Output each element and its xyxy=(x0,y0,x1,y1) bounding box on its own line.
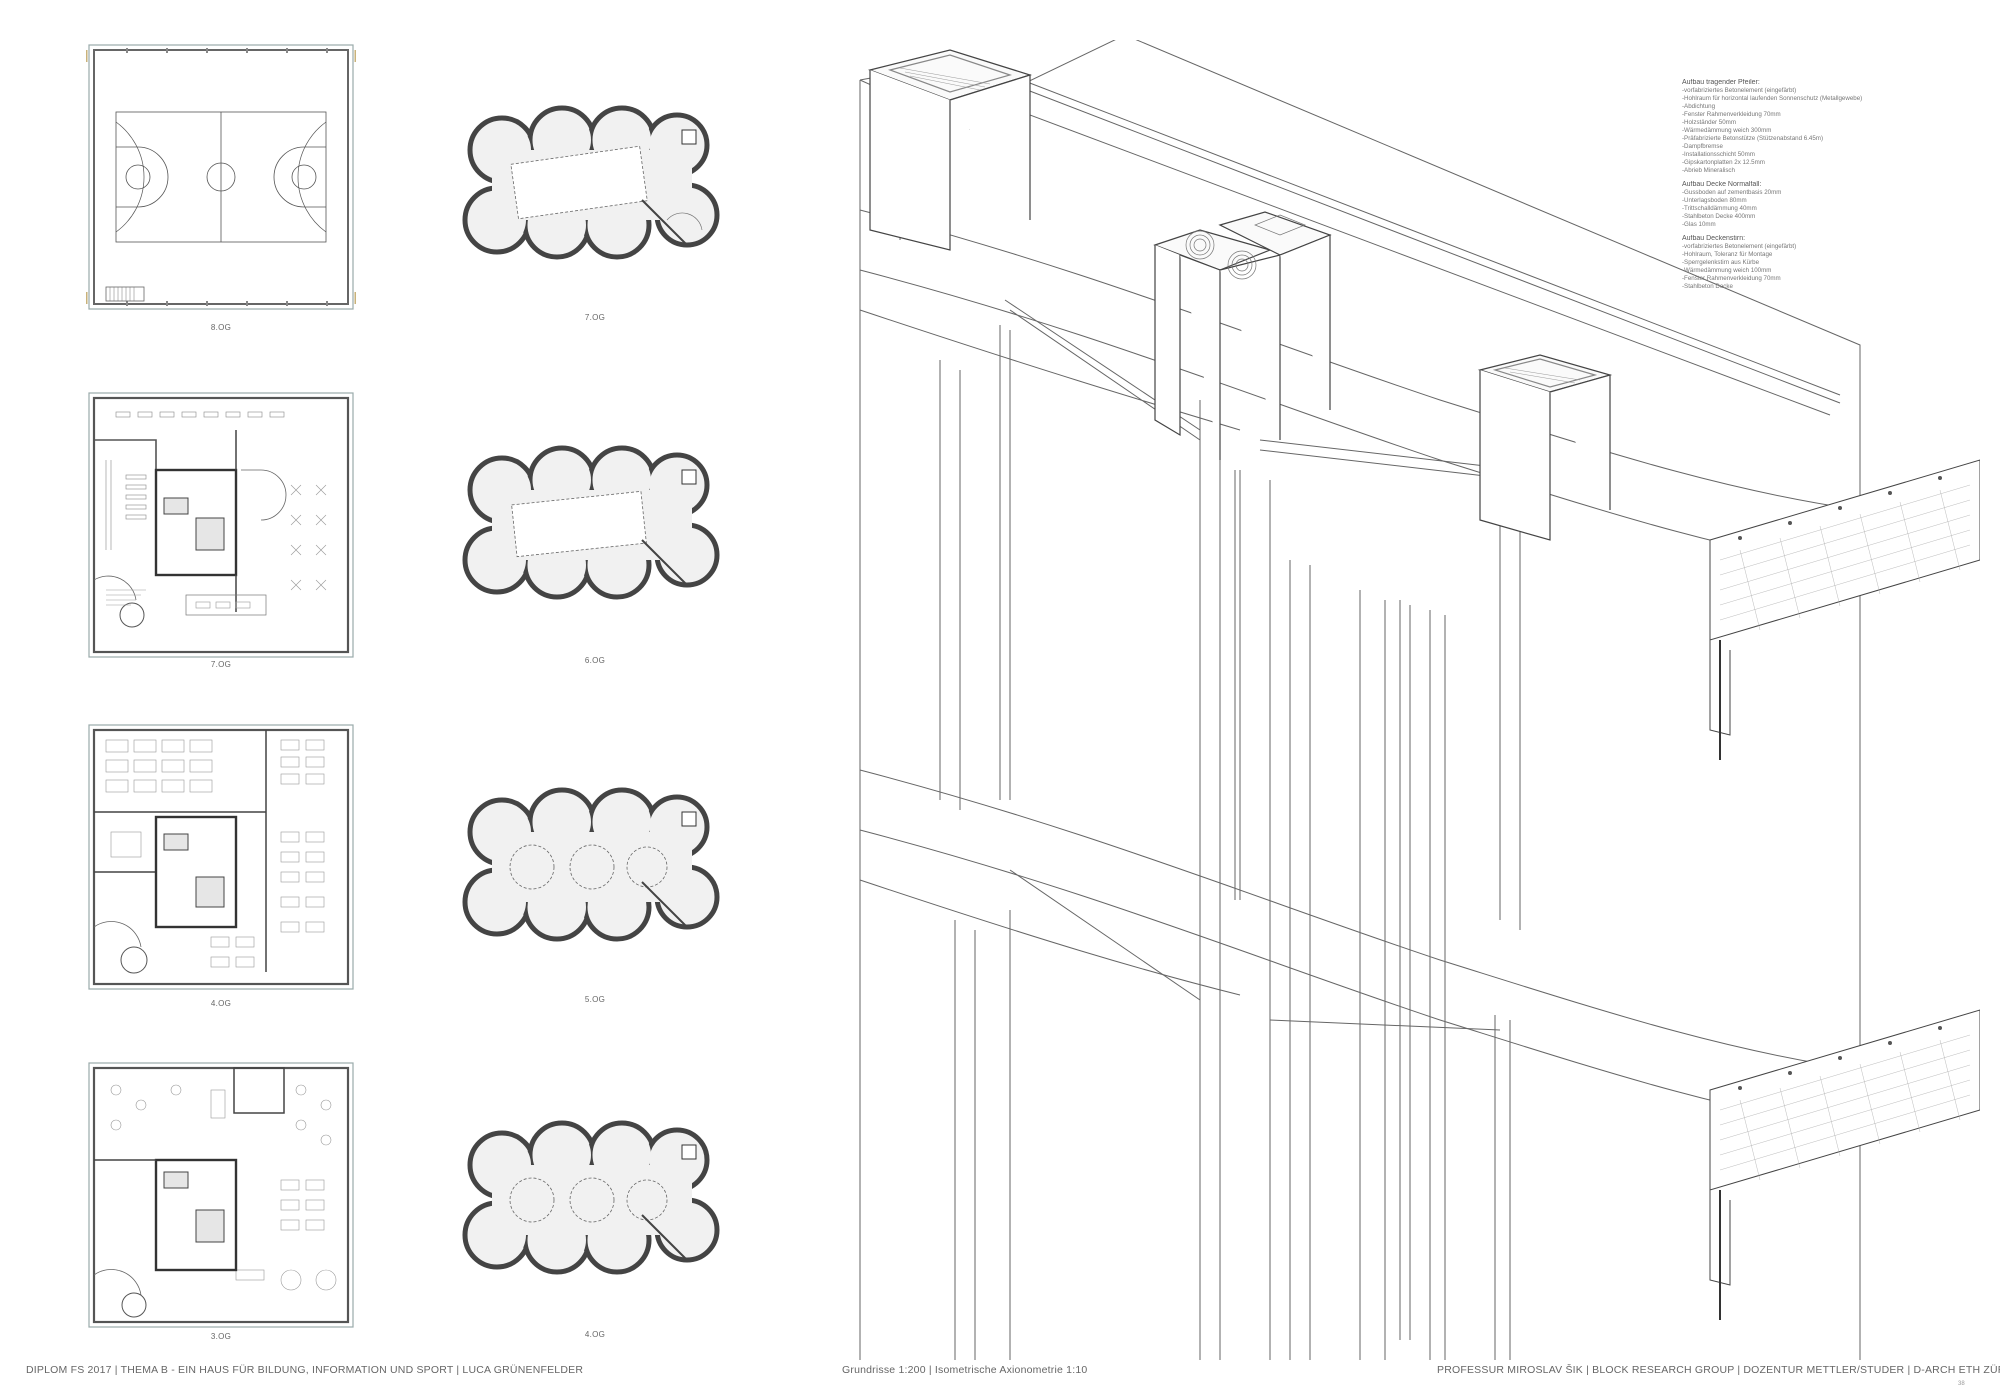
circular-plan-4og-mid xyxy=(452,1115,742,1285)
plan-label-3og: 3.OG xyxy=(210,1332,232,1341)
circular-plan-7og xyxy=(452,100,742,270)
note-line: -Sperrgelenkstirn aus Kürbe xyxy=(1682,259,1760,266)
circular-plan-5og xyxy=(452,782,742,952)
cluster-plan xyxy=(462,445,720,600)
lounge-plan xyxy=(88,1062,354,1328)
page-number: 38 xyxy=(1958,1381,1965,1387)
note-line: -Abdichtung xyxy=(1682,103,1716,110)
notes-title-pfeiler: Aufbau tragender Pfeiler: xyxy=(1682,79,1760,86)
slab-section-upper xyxy=(1709,459,1981,736)
sports-hall-plan xyxy=(86,44,356,310)
plan-label-8og: 8.OG xyxy=(210,323,232,332)
circular-plan-6og xyxy=(452,440,742,610)
slab-section-lower xyxy=(1709,1009,1981,1286)
pier-cap-center xyxy=(1153,211,1332,460)
library-plan xyxy=(88,392,354,658)
pier-cap-right xyxy=(1477,354,1613,541)
plan-label-4og-left: 4.OG xyxy=(210,999,232,1008)
plan-label-7og-mid: 7.OG xyxy=(584,313,606,322)
plan-label-7og: 7.OG xyxy=(210,660,232,669)
note-line: -Stahlbeton Decke 400mm xyxy=(1682,213,1756,220)
construction-notes: Aufbau tragender Pfeiler: -vorfabriziert… xyxy=(1682,73,1872,291)
footer-project-info: DIPLOM FS 2017 | THEMA B - EIN HAUS FÜR … xyxy=(26,1364,584,1376)
isometric-facade-axonometry xyxy=(840,34,1981,1360)
note-line: -Gussboden auf zementbasis 20mm xyxy=(1682,189,1782,196)
cluster-plan xyxy=(462,787,720,942)
plan-label-4og-mid: 4.OG xyxy=(584,1330,606,1339)
classroom-plan xyxy=(88,724,354,990)
note-line: -Präfabrizierte Betonstütze (Stützenabst… xyxy=(1682,135,1824,142)
note-line: -vorfabriziertes Betonelement (eingefärb… xyxy=(1682,87,1797,94)
sheet-footer: DIPLOM FS 2017 | THEMA B - EIN HAUS FÜR … xyxy=(0,1360,2000,1380)
footer-credits: PROFESSUR MIROSLAV ŠIK | BLOCK RESEARCH … xyxy=(1437,1364,2000,1376)
note-line: -Fenster Rahmenverkleidung 70mm xyxy=(1682,111,1781,118)
note-line: -vorfabriziertes Betonelement (eingefärb… xyxy=(1682,243,1797,250)
note-line: -Installationsschicht 50mm xyxy=(1682,151,1755,158)
note-line: -Stahlbeton Decke xyxy=(1682,283,1733,290)
notes-title-decke: Aufbau Decke Normalfall: xyxy=(1682,181,1762,188)
note-line: -Abrieb Mineralisch xyxy=(1682,167,1735,174)
plan-label-5og: 5.OG xyxy=(584,995,606,1004)
note-line: -Hohlraum, Toleranz für Montage xyxy=(1682,251,1773,258)
note-line: -Hohlraum für horizontal laufenden Sonne… xyxy=(1682,95,1863,102)
notes-title-deckenstirn: Aufbau Deckenstirn: xyxy=(1682,235,1746,242)
note-line: -Fenster Rahmenverkleidung 70mm xyxy=(1682,275,1781,282)
note-line: -Wärmedämmung weich 300mm xyxy=(1682,127,1772,134)
note-line: -Dampfbremse xyxy=(1682,143,1723,150)
note-line: -Unterlagsboden 80mm xyxy=(1682,197,1747,204)
floor-plan-8og xyxy=(86,42,356,312)
pier-cap-left xyxy=(867,49,1033,251)
floor-plan-3og xyxy=(86,1060,356,1330)
floor-plan-4og-left xyxy=(86,722,356,992)
note-line: -Wärmedämmung weich 100mm xyxy=(1682,267,1772,274)
floor-plan-7og xyxy=(86,390,356,660)
cluster-plan xyxy=(462,105,720,260)
note-line: -Glas 10mm xyxy=(1682,221,1716,228)
note-line: -Gipskartonplatten 2x 12.5mm xyxy=(1682,159,1765,166)
cluster-plan xyxy=(462,1120,720,1275)
note-line: -Trittschalldämmung 40mm xyxy=(1682,205,1757,212)
facade-detail-drawing xyxy=(859,34,1981,1360)
footer-scale-info: Grundrisse 1:200 | Isometrische Axionome… xyxy=(842,1364,1088,1376)
note-line: -Holzständer 50mm xyxy=(1682,119,1736,126)
plan-label-6og: 6.OG xyxy=(584,656,606,665)
